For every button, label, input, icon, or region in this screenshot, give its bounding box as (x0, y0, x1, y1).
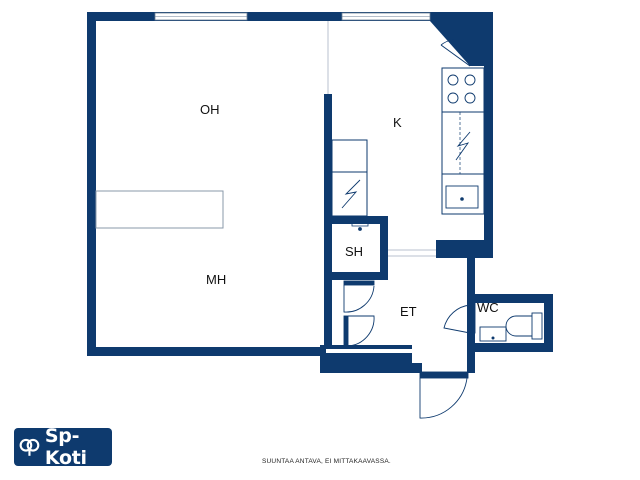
room-label-k: K (393, 115, 402, 130)
walls (87, 12, 553, 373)
entrance-doors (343, 280, 375, 347)
room-label-mh: MH (206, 272, 227, 287)
room-label-oh: OH (200, 102, 220, 117)
kitchen-door-swing (440, 38, 467, 46)
disclaimer-caption: SUUNTAA ANTAVA, EI MITTAKAAVASSA. (262, 458, 391, 465)
storage-cabinet (331, 139, 368, 217)
logo-text: Sp-Koti (44, 425, 87, 469)
sp-koti-logo: Sp-Koti (14, 425, 112, 469)
sink-icon (445, 185, 479, 209)
fridge-icon (455, 131, 471, 161)
front-door (419, 371, 469, 419)
house-tree-icon (19, 438, 40, 456)
kitchen-counter (441, 67, 485, 215)
room-label-wc: WC (477, 300, 499, 315)
wc-door (443, 302, 476, 334)
living-room-furniture (95, 190, 224, 229)
toilet-icon (505, 312, 543, 340)
wc-sink-icon (479, 326, 507, 342)
stove-icon (447, 74, 476, 104)
room-label-et: ET (400, 304, 417, 319)
room-label-sh: SH (345, 244, 364, 259)
shower-icon (351, 222, 369, 231)
